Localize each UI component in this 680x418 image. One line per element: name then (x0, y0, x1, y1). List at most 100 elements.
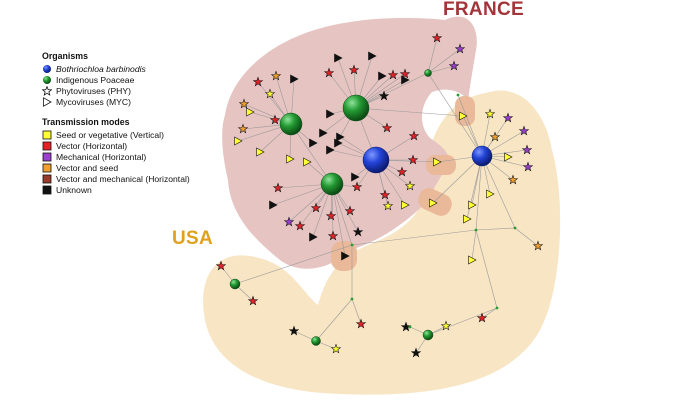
phytovirus-vector-star (325, 210, 337, 221)
phytovirus-vector-seed-star (532, 240, 544, 251)
phytovirus-vector-seed-star (238, 98, 250, 109)
region-backgrounds (203, 16, 561, 395)
legend-title-transmission: Transmission modes (42, 116, 130, 127)
edge (432, 155, 483, 204)
phytovirus-unknown-star (288, 325, 300, 336)
phytovirus-mechanical-star (283, 216, 295, 227)
mycovirus-unknown-triangle (368, 51, 377, 61)
mycovirus-seed-vegetative-triangle (486, 189, 495, 199)
phytovirus-vector-star (476, 312, 488, 323)
host-nodes (229, 69, 517, 346)
indigenous-poaceae-host-node (311, 336, 321, 346)
phytovirus-seed-vegetative-star (382, 200, 394, 211)
phytovirus-vector-star (408, 130, 420, 141)
mycovirus-seed-vegetative-triangle (429, 198, 438, 208)
edge (427, 307, 498, 336)
phytovirus-vector-star (344, 205, 356, 216)
phytovirus-vector-seed-star (507, 174, 519, 185)
mycovirus-seed-vegetative-triangle (246, 107, 255, 117)
edge (427, 48, 461, 74)
edge (427, 65, 455, 74)
edge (475, 155, 483, 231)
edge (290, 123, 333, 185)
mycovirus-seed-vegetative-triangle (401, 200, 410, 210)
legend-label: Vector and mechanical (Horizontal) (56, 173, 190, 184)
phytovirus-vector-star (323, 67, 335, 78)
legend-label: Indigenous Poaceae (56, 75, 135, 85)
mycovirus-seed-vegetative-triangle (256, 147, 265, 157)
edge (351, 229, 477, 246)
phytovirus-vector-star (431, 32, 443, 43)
legend-item-bothriochloa: Bothriochloa barbinodis (42, 64, 190, 75)
mycovirus-unknown-triangle (378, 71, 387, 81)
mycovirus-unknown-triangle (326, 145, 335, 155)
edge (514, 227, 539, 247)
mycovirus-unknown-triangle (269, 200, 278, 210)
phytovirus-unknown-star (410, 347, 422, 358)
bothriochloa-host-node (471, 145, 493, 167)
mycovirus-unknown-triangle (290, 74, 299, 84)
phytovirus-vector-star (379, 189, 391, 200)
purple-square-icon (42, 152, 52, 162)
mycovirus-unknown-triangle (309, 232, 318, 242)
junction-dot (495, 306, 499, 310)
phytovirus-seed-vegetative-star (404, 180, 416, 191)
edge (481, 155, 516, 229)
phytovirus-vector-star (247, 295, 259, 306)
indigenous-poaceae-host-node (229, 278, 241, 290)
region-label-france: FRANCE (443, 0, 524, 20)
yellow-square-icon (42, 130, 52, 140)
phytovirus-vector-star (381, 122, 393, 133)
phytovirus-mechanical-star (522, 161, 534, 172)
mycovirus-seed-vegetative-triangle (459, 111, 468, 121)
phytovirus-vector-star (387, 69, 399, 80)
mycovirus-seed-vegetative-triangle (286, 154, 295, 164)
phytovirus-unknown-star (378, 90, 390, 101)
indigenous-poaceae-host-node (342, 94, 370, 122)
edge (475, 229, 498, 309)
phytovirus-mechanical-star (454, 43, 466, 54)
mycovirus-unknown-triangle (309, 138, 318, 148)
legend-label: Vector and seed (56, 162, 119, 173)
phytovirus-unknown-star (400, 321, 412, 332)
phytovirus-mechanical-star (448, 60, 460, 71)
mycovirus-unknown-triangle (334, 53, 343, 63)
phytovirus-vector-star (327, 230, 339, 241)
legend-item-phytoviruses: Phytoviruses (PHY) (42, 86, 190, 97)
france-region (222, 16, 477, 269)
mycovirus-seed-vegetative-triangle (463, 214, 472, 224)
legend-item-indigenous-poaceae: Indigenous Poaceae (42, 75, 190, 86)
mycovirus-unknown-triangle (319, 128, 328, 138)
edge (331, 183, 346, 257)
phytovirus-vector-seed-star (489, 131, 501, 142)
black-square-icon (42, 185, 52, 195)
phytovirus-vector-star (355, 318, 367, 329)
virus-nodes (215, 32, 544, 358)
phytovirus-seed-vegetative-star (484, 108, 496, 119)
edge (355, 107, 464, 117)
legend-item-vector: Vector (Horizontal) (42, 141, 190, 152)
indigenous-poaceae-host-node (279, 112, 303, 136)
mycovirus-unknown-triangle (401, 75, 410, 85)
edge (427, 37, 438, 74)
phytovirus-vector-seed-star (270, 70, 282, 81)
edge (351, 298, 362, 325)
edge (471, 229, 477, 261)
edge (234, 244, 353, 285)
mycovirus-seed-vegetative-triangle (433, 157, 442, 167)
mycovirus-seed-vegetative-triangle (504, 152, 513, 162)
mycovirus-seed-vegetative-triangle (468, 200, 477, 210)
red-square-icon (42, 141, 52, 151)
phytovirus-vector-star (269, 114, 281, 125)
indigenous-poaceae-host-node (424, 69, 432, 77)
legend-label: Mycoviruses (MYC) (56, 97, 131, 107)
legend-title-organisms: Organisms (42, 51, 88, 61)
edge (457, 94, 483, 157)
phytovirus-mechanical-star (502, 112, 514, 123)
indigenous-poaceae-host-node (320, 172, 344, 196)
phytovirus-vector-star (272, 182, 284, 193)
legend-item-unknown: Unknown (42, 185, 190, 196)
phytovirus-vector-star (348, 64, 360, 75)
mycovirus-unknown-triangle (336, 132, 345, 142)
